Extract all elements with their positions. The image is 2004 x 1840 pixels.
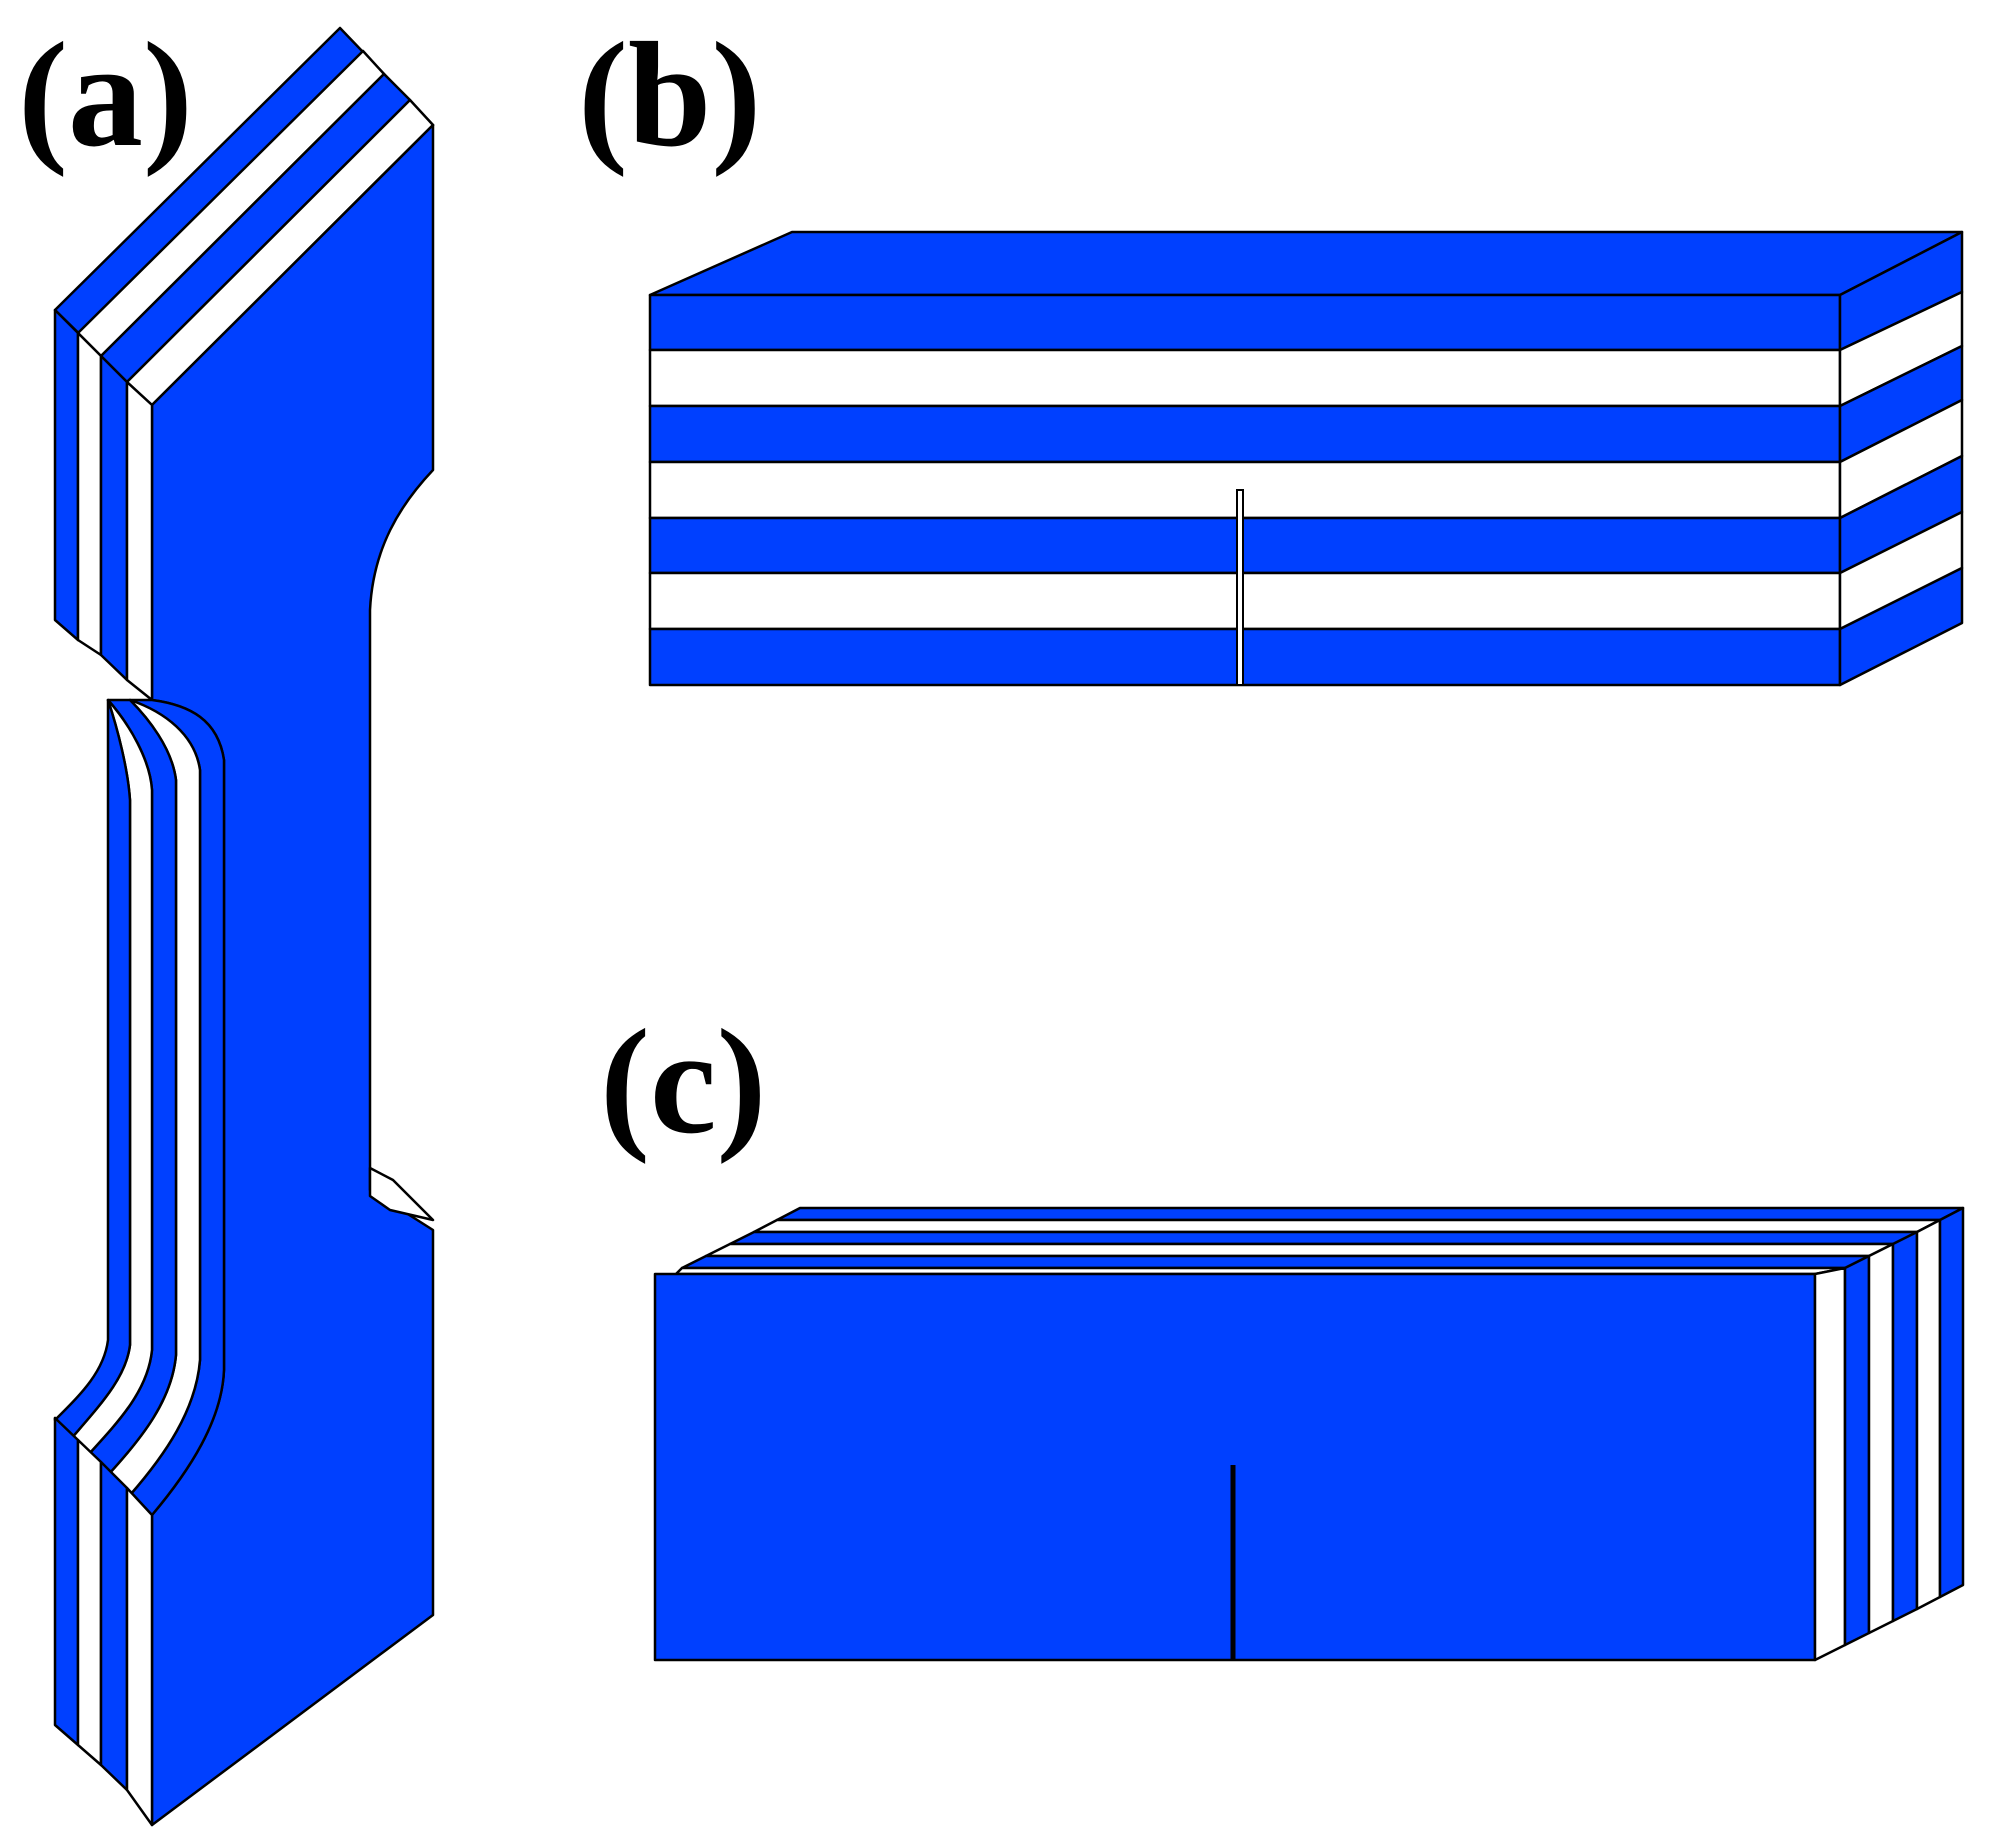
dogbone-notch-highlight	[368, 1166, 435, 1222]
beam-b-front-layers	[648, 293, 1842, 687]
beam-c-side-layers	[1813, 1206, 1965, 1662]
beam-c-top-layers	[674, 1206, 1965, 1276]
beam-b-top-face	[648, 230, 1964, 297]
dogbone-side-gauge	[53, 698, 226, 1517]
panel-label-a: (a)	[18, 12, 193, 178]
panel-label-b: (b)	[578, 12, 761, 178]
dogbone-top-face	[53, 26, 435, 407]
dogbone-side-lower-grip	[53, 1416, 154, 1827]
beam-b-side-layers	[1838, 230, 1964, 687]
panel-b-horizontal-layer-beam: (b)	[578, 12, 1964, 687]
dogbone-side-upper-grip	[53, 308, 154, 702]
panel-a-dogbone-specimen: (a)	[18, 12, 435, 1827]
beam-b-notch	[1236, 489, 1244, 686]
panel-label-c: (c)	[600, 999, 766, 1165]
panel-c-vertical-layer-beam: (c)	[600, 999, 1965, 1662]
